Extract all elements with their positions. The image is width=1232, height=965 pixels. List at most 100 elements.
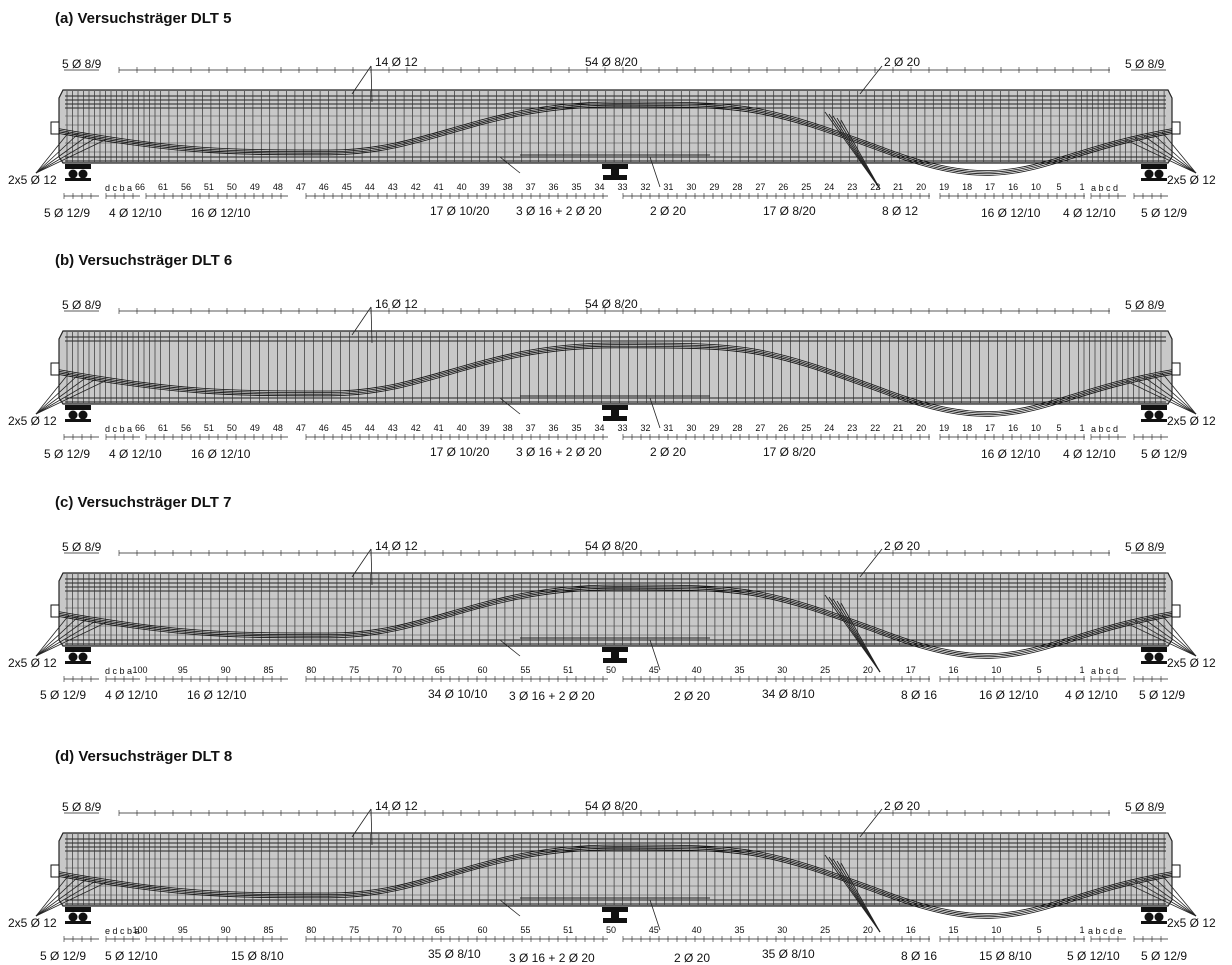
stirrup-number: 18 xyxy=(962,423,972,433)
bottom-label: 5 Ø 12/10 xyxy=(1067,949,1120,963)
top-left-stirrup-label: 5 Ø 8/9 xyxy=(62,540,102,554)
bottom-label: 35 Ø 8/10 xyxy=(762,947,815,961)
stirrup-number: 27 xyxy=(755,423,765,433)
anchor-left-label: 2x5 Ø 12 xyxy=(8,916,57,930)
bottom-label: 34 Ø 8/10 xyxy=(762,687,815,701)
stirrup-number: 43 xyxy=(388,182,398,192)
anchor-fan-left xyxy=(35,614,70,657)
stirrup-number: 43 xyxy=(388,423,398,433)
anchor-left-label: 2x5 Ø 12 xyxy=(8,173,57,187)
stirrup-number: 49 xyxy=(250,423,260,433)
stirrup-number: 51 xyxy=(563,665,573,675)
leader xyxy=(351,306,372,336)
support-mid-post xyxy=(611,912,619,918)
stirrup-number: 17 xyxy=(985,182,995,192)
bottom-label: 35 Ø 8/10 xyxy=(428,947,481,961)
stirrup-number: 51 xyxy=(563,925,573,935)
support-mid-plate xyxy=(602,647,628,652)
stirrup-number: 33 xyxy=(617,182,627,192)
support-right-roller xyxy=(1144,169,1154,179)
stirrup-number: 61 xyxy=(158,182,168,192)
top-right-stirrup-label: 5 Ø 8/9 xyxy=(1125,540,1165,554)
anchor-left-label: 2x5 Ø 12 xyxy=(8,656,57,670)
bottom-label: 5 Ø 12/9 xyxy=(44,447,90,461)
stirrup-number: 20 xyxy=(863,925,873,935)
anchor-fan-right xyxy=(1125,139,1197,174)
stirrup-number: 25 xyxy=(801,423,811,433)
support-right-roller xyxy=(1154,652,1164,662)
leader xyxy=(499,639,521,657)
anchor-fan-right xyxy=(1161,131,1197,174)
anchor-fan-right xyxy=(1143,618,1197,657)
leader xyxy=(351,808,372,838)
anchor-plate-right xyxy=(1171,604,1181,618)
tendon xyxy=(54,106,1177,176)
stirrup-number: 42 xyxy=(411,182,421,192)
anchor-fan-right xyxy=(1161,874,1197,917)
stirrup-number: 42 xyxy=(411,423,421,433)
anchor-plate-right xyxy=(1171,121,1181,135)
left-letters: d c b a xyxy=(105,424,132,434)
stirrup-number: 21 xyxy=(893,423,903,433)
support-left-roller xyxy=(78,652,88,662)
anchor-right-label: 2x5 Ø 12 xyxy=(1167,414,1216,428)
tendon xyxy=(54,849,1177,919)
top-right-bar-label: 2 Ø 20 xyxy=(884,799,920,813)
bottom-label: 8 Ø 12 xyxy=(882,204,918,218)
beam-title: (d) Versuchsträger DLT 8 xyxy=(55,748,232,765)
stirrup-number: 47 xyxy=(296,423,306,433)
anchor-plate-right xyxy=(1171,362,1181,376)
top-right-bar-label: 2 Ø 20 xyxy=(884,539,920,553)
stirrup-number: 30 xyxy=(686,423,696,433)
anchor-right-label: 2x5 Ø 12 xyxy=(1167,173,1216,187)
tendon xyxy=(54,847,1177,918)
stirrup-number: 31 xyxy=(663,423,673,433)
bottom-label: 17 Ø 10/20 xyxy=(430,445,490,459)
stirrup-number: 80 xyxy=(306,925,316,935)
bottom-label: 15 Ø 8/10 xyxy=(231,949,284,963)
top-longitudinal-label: 16 Ø 12 xyxy=(375,297,418,311)
stirrup-number: 5 xyxy=(1057,423,1062,433)
support-right-base xyxy=(1141,661,1167,664)
support-left-roller xyxy=(68,169,78,179)
tendon xyxy=(54,586,1177,656)
stirrup-number: 35 xyxy=(734,925,744,935)
stirrup-number: 30 xyxy=(686,182,696,192)
stirrup-number: 40 xyxy=(692,665,702,675)
stirrup-number: 61 xyxy=(158,423,168,433)
stirrup-number: 25 xyxy=(820,925,830,935)
support-mid-plate xyxy=(602,405,628,410)
stirrup-number: 16 xyxy=(906,925,916,935)
bottom-label: 16 Ø 12/10 xyxy=(191,206,251,220)
stirrup-number: 38 xyxy=(503,423,513,433)
bottom-label: 16 Ø 12/10 xyxy=(981,447,1041,461)
support-left-plate xyxy=(65,405,91,410)
tendon xyxy=(54,344,1177,414)
support-left-roller xyxy=(78,169,88,179)
anchor-fan-right xyxy=(1134,137,1197,174)
stirrup-number: 32 xyxy=(640,423,650,433)
support-right-plate xyxy=(1141,405,1167,410)
leader xyxy=(649,156,661,188)
stirrup-number: 75 xyxy=(349,665,359,675)
leader xyxy=(499,156,521,174)
anchor-fan-right xyxy=(1134,620,1197,657)
bottom-label: 5 Ø 12/9 xyxy=(1141,447,1187,461)
stirrup-number: 25 xyxy=(820,665,830,675)
stirrup-number: 47 xyxy=(296,182,306,192)
anchor-fan-left xyxy=(35,880,97,917)
stirrup-number: 40 xyxy=(457,423,467,433)
leader xyxy=(859,65,883,95)
stirrup-number: 36 xyxy=(549,182,559,192)
leader xyxy=(859,808,883,838)
stirrup-number: 28 xyxy=(732,182,742,192)
stirrup-number: 5 xyxy=(1037,665,1042,675)
support-right-base xyxy=(1141,178,1167,181)
anchor-fan-left xyxy=(35,133,79,174)
bottom-label: 16 Ø 12/10 xyxy=(981,206,1041,220)
top-right-stirrup-label: 5 Ø 8/9 xyxy=(1125,57,1165,71)
stirrup-number: 90 xyxy=(221,665,231,675)
stirrup-number: 23 xyxy=(847,182,857,192)
stirrup-number: 19 xyxy=(939,182,949,192)
